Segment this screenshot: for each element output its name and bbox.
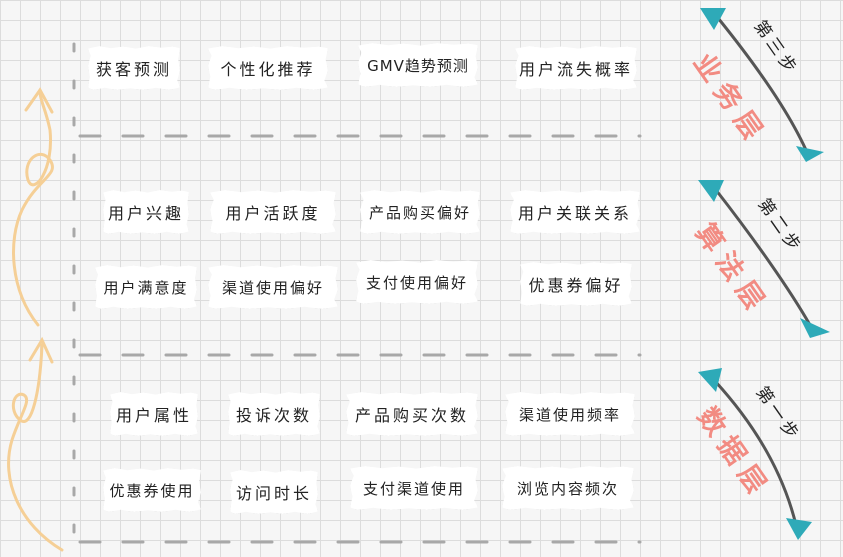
card-user-activity: 用户活跃度: [210, 190, 336, 234]
card-user-association: 用户关联关系: [510, 190, 640, 234]
arrowhead-icon: [700, 8, 726, 30]
card-user-interest: 用户兴趣: [103, 190, 189, 234]
arrowhead-icon: [800, 318, 830, 338]
arrowhead-icon: [698, 180, 724, 202]
card-visit-duration: 访问时长: [230, 470, 318, 514]
arrowhead-icon: [796, 146, 824, 162]
card-channel-usage-frequency: 渠道使用频率: [505, 392, 635, 436]
step-arrow-1: [712, 378, 798, 526]
card-channel-usage-preference: 渠道使用偏好: [208, 265, 338, 309]
step-arrow-3: [716, 17, 808, 151]
card-payment-usage-preference: 支付使用偏好: [356, 260, 478, 304]
arrowhead-icon: [786, 518, 812, 540]
card-user-attributes: 用户属性: [110, 392, 198, 436]
card-product-purchase-preference: 产品购买偏好: [360, 190, 480, 234]
arrowhead-icons: [698, 8, 830, 540]
card-product-purchase-count: 产品购买次数: [346, 392, 478, 436]
card-coupon-preference: 优惠券偏好: [520, 262, 632, 306]
card-acquisition-forecast: 获客预测: [88, 46, 180, 90]
card-user-churn-probability: 用户流失概率: [515, 46, 637, 90]
card-complaint-count: 投诉次数: [228, 392, 320, 436]
layer-separator-dashed-lines: [78, 134, 642, 544]
card-content-browse-frequency: 浏览内容频次: [502, 466, 634, 510]
card-payment-channel-usage: 支付渠道使用: [350, 466, 478, 510]
flow-arrow-upper: [12, 87, 54, 327]
step-arrow-2: [714, 189, 812, 326]
flow-arrow-lower: [7, 336, 64, 552]
arrowhead-icon: [698, 368, 722, 392]
card-coupon-usage: 优惠券使用: [103, 468, 201, 512]
card-user-satisfaction: 用户满意度: [95, 265, 197, 309]
step-arrows: [712, 17, 812, 526]
card-gmv-trend-forecast: GMV趋势预测: [358, 43, 478, 87]
card-personalized-recommendation: 个性化推荐: [208, 46, 328, 90]
